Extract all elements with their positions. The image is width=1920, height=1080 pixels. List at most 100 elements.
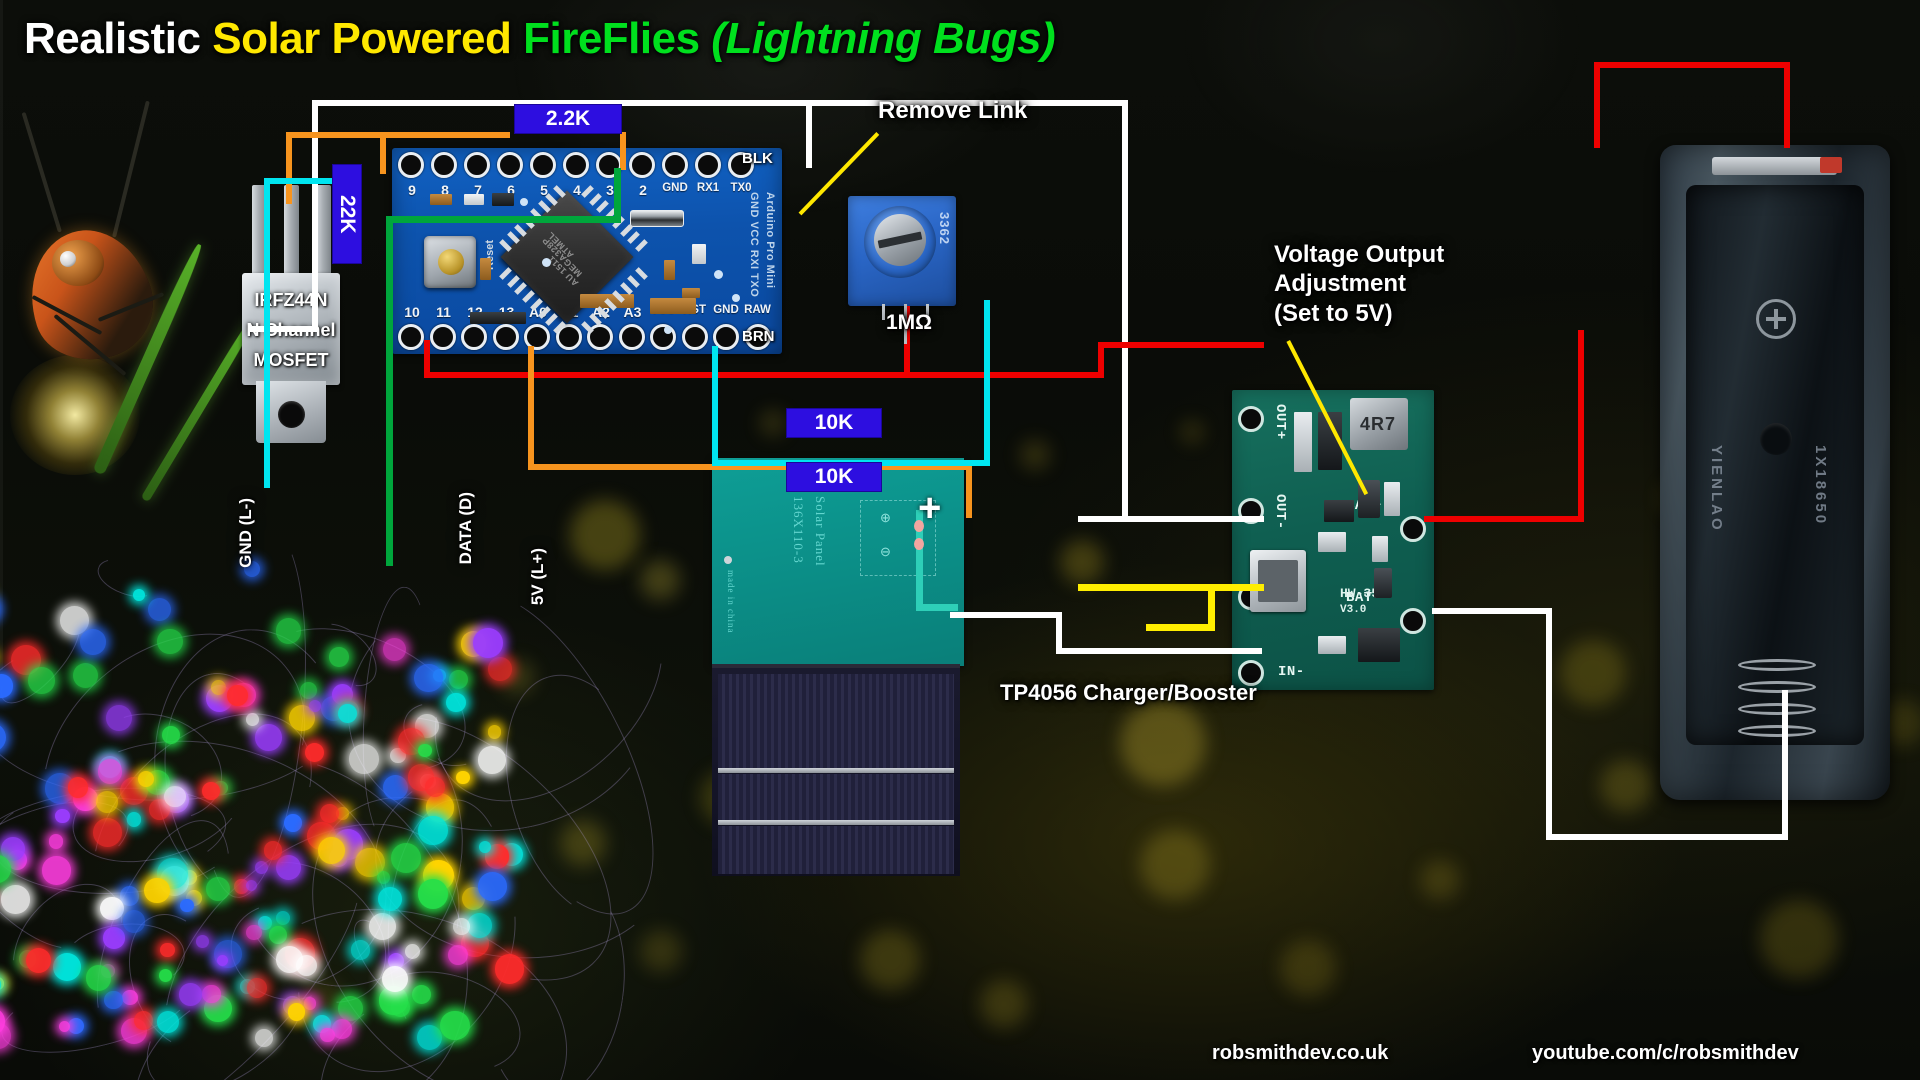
led-light bbox=[255, 724, 283, 751]
mcu-pin bbox=[514, 223, 528, 237]
led-light bbox=[487, 725, 502, 739]
led-light bbox=[227, 685, 248, 706]
footer-youtube[interactable]: youtube.com/c/robsmithdev bbox=[1532, 1042, 1799, 1064]
arduino-bottom-pad-RST[interactable] bbox=[681, 324, 708, 350]
wire-white-bat-neg-2 bbox=[1546, 608, 1552, 840]
battery-red-marker bbox=[1820, 157, 1842, 173]
led-light bbox=[104, 990, 123, 1010]
via-2 bbox=[542, 258, 551, 267]
solar-panel-model: 136X110-3 bbox=[791, 496, 806, 564]
led-light bbox=[456, 771, 470, 785]
led-light bbox=[319, 803, 339, 823]
mosfet-device-type: MOSFET bbox=[253, 350, 329, 370]
wire-white-bat-neg-3 bbox=[1546, 834, 1788, 840]
smd-capacitor-2 bbox=[470, 312, 526, 324]
tp-smd-4 bbox=[1384, 482, 1400, 516]
arduino-bottom-pad-11[interactable] bbox=[429, 324, 456, 350]
wire-orange-2k2-right bbox=[620, 132, 626, 170]
micro-usb-slot bbox=[1258, 560, 1298, 602]
led-light bbox=[337, 995, 363, 1021]
led-light bbox=[268, 925, 287, 944]
tp-smd-7 bbox=[1374, 568, 1392, 598]
mcu-pin bbox=[627, 274, 641, 288]
bokeh-light-4 bbox=[560, 820, 606, 866]
arduino-top-label-2: 2 bbox=[639, 182, 647, 198]
arduino-bottom-pad-13[interactable] bbox=[492, 324, 519, 350]
footer-website[interactable]: robsmithdev.co.uk bbox=[1212, 1042, 1389, 1064]
reset-button[interactable] bbox=[424, 236, 476, 288]
smd-resistor-4 bbox=[664, 260, 675, 280]
led-light bbox=[126, 812, 142, 828]
led-light bbox=[304, 742, 325, 762]
arduino-top-pad-GND[interactable] bbox=[662, 152, 688, 178]
arduino-top-pad-5[interactable] bbox=[530, 152, 556, 178]
bokeh-light-11 bbox=[860, 930, 920, 990]
led-light bbox=[377, 886, 403, 912]
arduino-bottom-pad-A0[interactable] bbox=[524, 324, 550, 350]
arduino-bottom-pad-A1[interactable] bbox=[555, 324, 582, 350]
smd-resistor-5 bbox=[682, 288, 700, 298]
reset-button-knob bbox=[438, 249, 464, 275]
led-light bbox=[418, 815, 449, 846]
wire-orange-22k-down bbox=[286, 132, 292, 204]
resistor-10k-top-label: 10K bbox=[814, 411, 854, 434]
led-light bbox=[247, 978, 268, 999]
arduino-bottom-pad-VCC[interactable] bbox=[650, 324, 676, 350]
bokeh-light-6 bbox=[1120, 700, 1206, 786]
arduino-top-pad-8[interactable] bbox=[431, 152, 457, 178]
led-light bbox=[243, 560, 261, 578]
label-bat-minus: BAT- bbox=[1346, 590, 1382, 606]
arduino-top-pad-4[interactable] bbox=[563, 152, 589, 178]
led-light bbox=[100, 896, 124, 921]
mcu-pin bbox=[506, 274, 520, 288]
micro-usb-connector[interactable] bbox=[1250, 550, 1306, 612]
smd-capacitor-1 bbox=[492, 193, 514, 206]
bokeh-light-5 bbox=[1060, 540, 1104, 584]
arduino-silk-right: GND VCC RXI TXO bbox=[748, 192, 760, 298]
arduino-top-pad-9[interactable] bbox=[398, 152, 424, 178]
pad-out-plus[interactable] bbox=[1238, 406, 1264, 432]
wire-white-solar-neg-1 bbox=[950, 612, 1062, 618]
solar-panel-back: Solar Panel 136X110-3 made in china ⊕ ⊖ bbox=[712, 458, 964, 666]
header-label-brn: BRN bbox=[742, 328, 775, 345]
module-version: V3.0 bbox=[1340, 604, 1367, 616]
pad-bat-plus[interactable] bbox=[1400, 516, 1426, 542]
wire-white-gnd-left-h bbox=[248, 326, 318, 332]
battery-model-text: 1X18650 bbox=[1812, 445, 1829, 527]
arduino-top-label-8: 8 bbox=[441, 182, 449, 198]
arduino-top-pad-7[interactable] bbox=[464, 152, 490, 178]
led-light bbox=[102, 927, 125, 949]
tp4056-caption: TP4056 Charger/Booster bbox=[1000, 680, 1257, 705]
led-light bbox=[122, 910, 146, 933]
led-light bbox=[59, 606, 89, 635]
arduino-bottom-pad-12[interactable] bbox=[461, 324, 487, 350]
led-light bbox=[287, 1003, 306, 1022]
arduino-top-pad-RX1[interactable] bbox=[695, 152, 721, 178]
title-part-solar: Solar Powered bbox=[212, 14, 524, 63]
led-light bbox=[180, 898, 194, 913]
wire-red-out-1 bbox=[1098, 342, 1104, 378]
bokeh-light-1 bbox=[570, 500, 640, 570]
bokeh-light-18 bbox=[1020, 440, 1050, 470]
arduino-top-pad-6[interactable] bbox=[497, 152, 523, 178]
arduino-top-pad-TX0[interactable] bbox=[728, 152, 754, 178]
arduino-bottom-pad-GND[interactable] bbox=[713, 324, 739, 350]
arduino-bottom-pad-10[interactable] bbox=[398, 324, 424, 350]
arduino-bottom-pad-A3[interactable] bbox=[618, 324, 645, 350]
led-light bbox=[283, 814, 302, 832]
bokeh-light-16 bbox=[1420, 860, 1460, 900]
led-light bbox=[446, 692, 466, 713]
trimmer-potentiometer[interactable]: 3362 bbox=[848, 196, 956, 320]
pad-bat-minus[interactable] bbox=[1400, 608, 1426, 634]
tp-ic bbox=[1358, 628, 1400, 662]
led-light bbox=[245, 712, 259, 726]
arduino-top-pad-2[interactable] bbox=[629, 152, 655, 178]
arduino-bottom-pad-RAW[interactable] bbox=[744, 324, 771, 350]
resistor-22k: 22K bbox=[332, 164, 362, 264]
voltage-adjust-line-3: (Set to 5V) bbox=[1274, 299, 1393, 327]
mosfet-leg-source bbox=[316, 185, 331, 275]
mcu-pin bbox=[596, 200, 610, 214]
led-light bbox=[106, 705, 133, 732]
pad-in-minus[interactable] bbox=[1238, 660, 1264, 686]
wire-yellow-in-3 bbox=[1146, 624, 1215, 631]
